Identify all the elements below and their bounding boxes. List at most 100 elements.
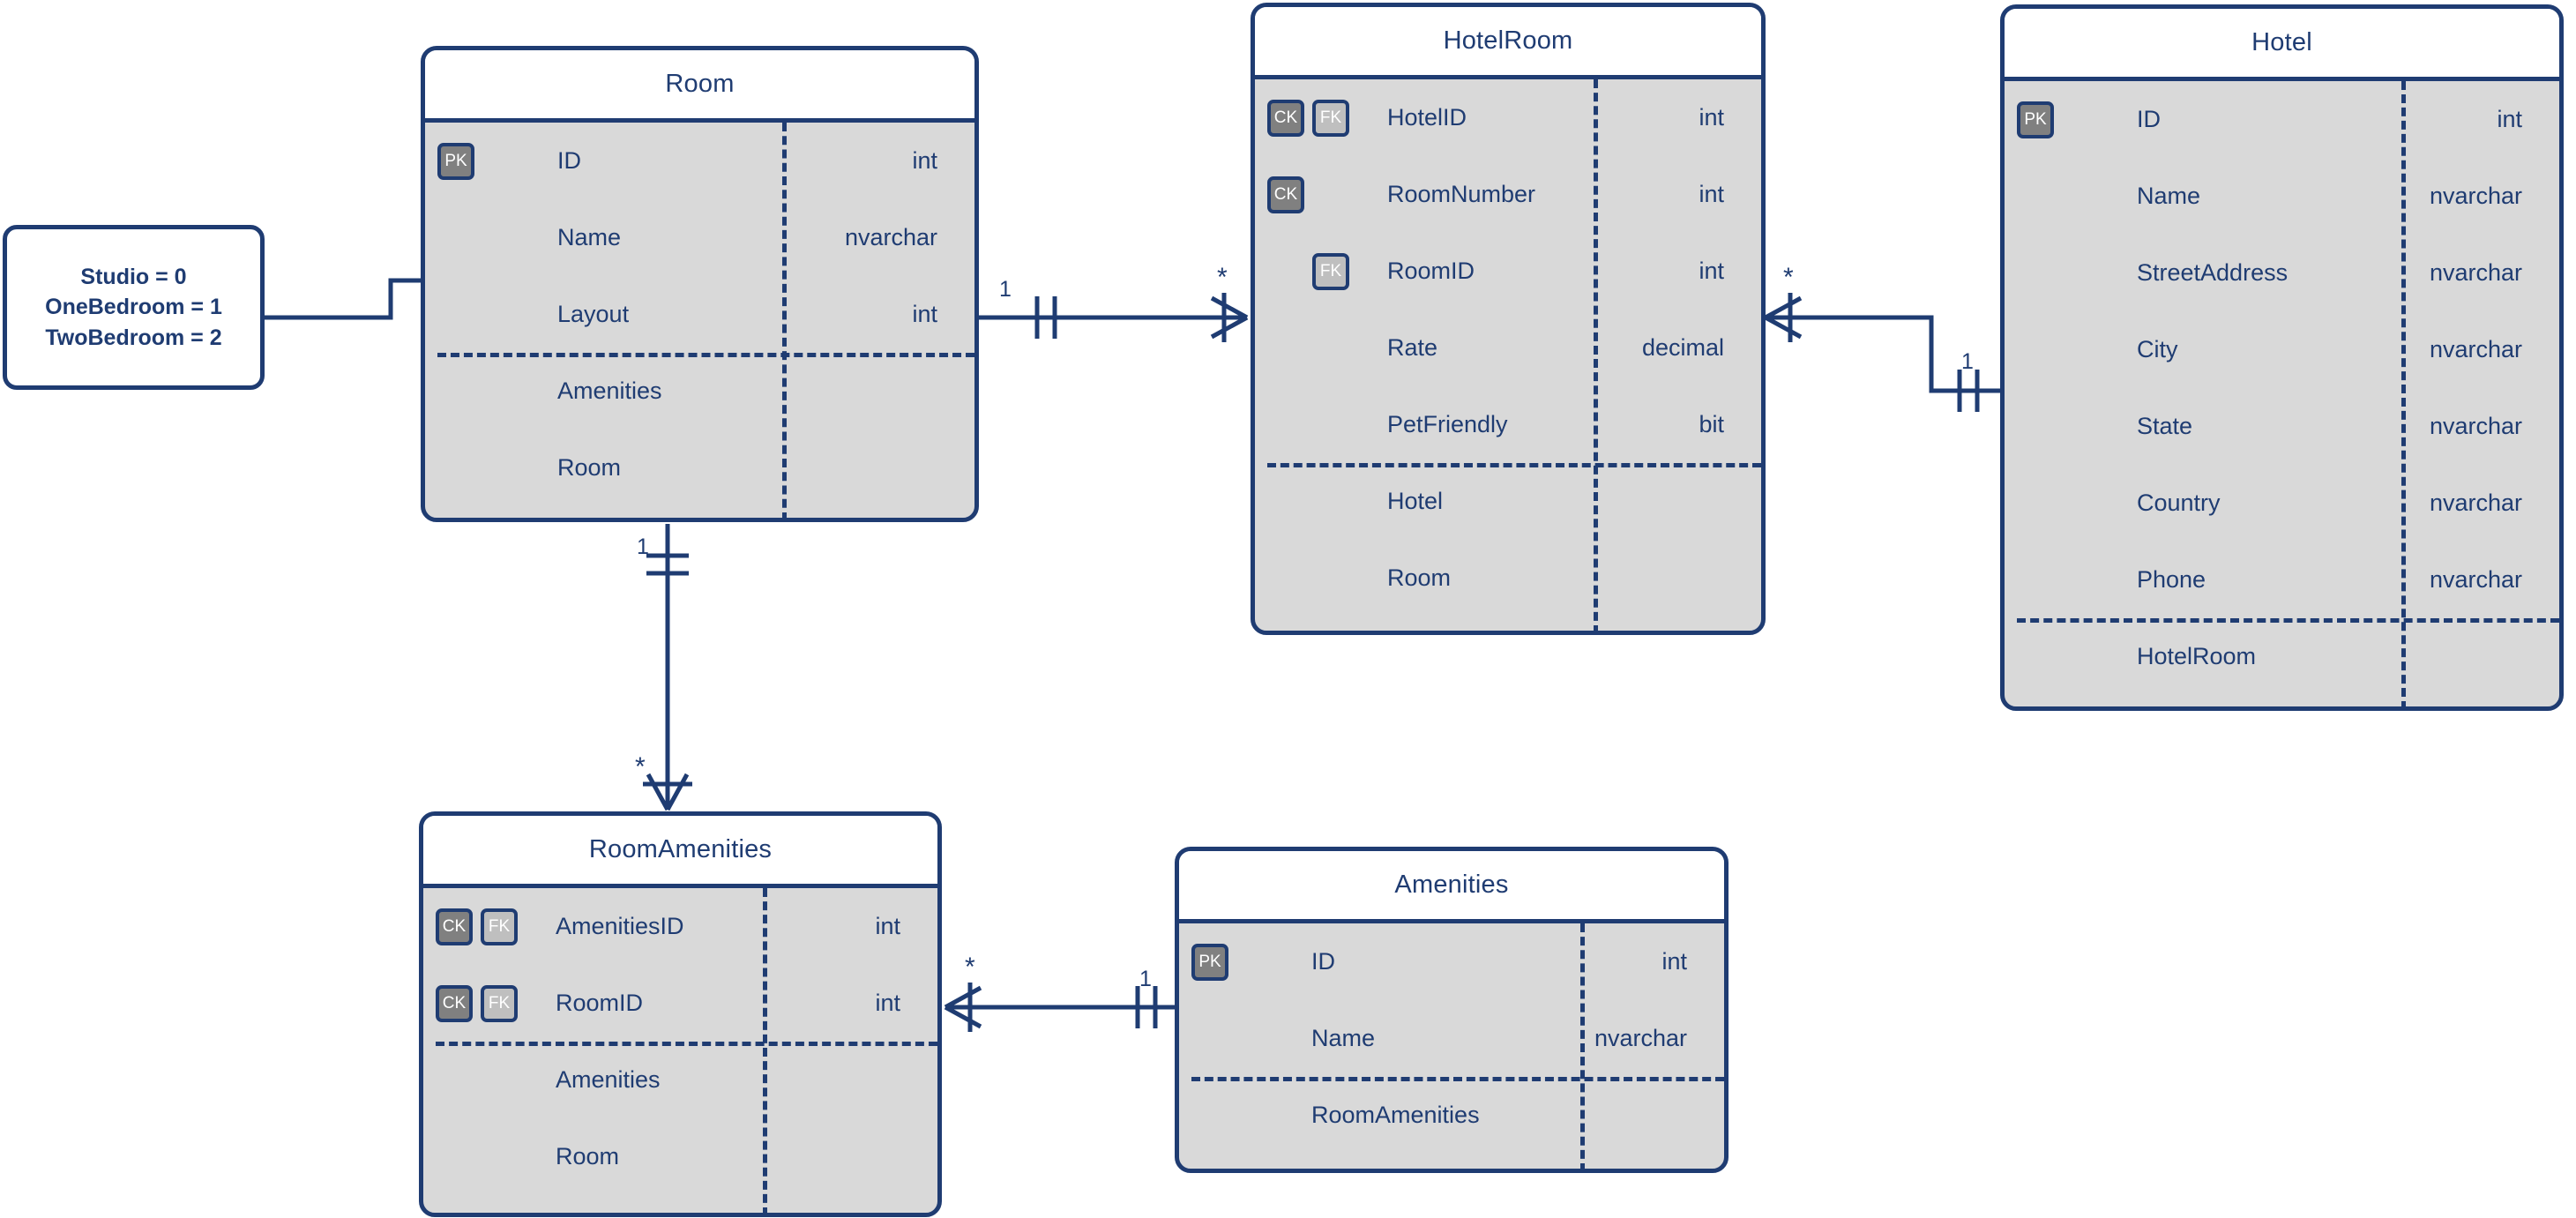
ck-badge: CK bbox=[436, 908, 473, 945]
navigation-row-hotelroom-hotel[interactable]: Hotel bbox=[1255, 463, 1761, 540]
navigation-name: RoomAmenities bbox=[1311, 1102, 1480, 1128]
attribute-row-hotel-country[interactable]: Country nvarchar bbox=[2005, 465, 2559, 542]
attribute-row-hotelroom-petfriendly[interactable]: PetFriendly bit bbox=[1255, 386, 1761, 463]
attribute-row-hotel-streetaddress[interactable]: StreetAddress nvarchar bbox=[2005, 235, 2559, 311]
attribute-row-hotelroom-rate[interactable]: Rate decimal bbox=[1255, 310, 1761, 386]
attribute-type: int bbox=[1699, 181, 1724, 207]
connector-room-to-roomamenities bbox=[643, 524, 692, 811]
attribute-name: PetFriendly bbox=[1387, 411, 1508, 437]
enum-line-studio: Studio = 0 bbox=[80, 264, 187, 289]
entity-room[interactable]: Room PK ID int Name nvarchar Layout int bbox=[421, 46, 979, 522]
entity-hotel[interactable]: Hotel PK ID int Name nvarchar StreetAddr… bbox=[2000, 4, 2564, 711]
navigation-row-amenities-roomamenities[interactable]: RoomAmenities bbox=[1179, 1077, 1724, 1154]
enum-line-onebedroom: OneBedroom = 1 bbox=[45, 295, 222, 320]
attribute-row-amenities-name[interactable]: Name nvarchar bbox=[1179, 1000, 1724, 1077]
attribute-type: int bbox=[1699, 104, 1724, 131]
attribute-name: Country bbox=[2137, 489, 2221, 516]
entity-hotelroom-header: HotelRoom bbox=[1255, 7, 1761, 79]
entity-amenities-header: Amenities bbox=[1179, 851, 1724, 923]
attribute-name: StreetAddress bbox=[2137, 259, 2289, 286]
key-badges: CK FK bbox=[1255, 99, 1387, 137]
attribute-row-hotel-city[interactable]: City nvarchar bbox=[2005, 311, 2559, 388]
attribute-type: int bbox=[875, 990, 900, 1016]
attribute-row-room-layout[interactable]: Layout int bbox=[425, 276, 974, 353]
navigation-row-roomamenities-amenities[interactable]: Amenities bbox=[423, 1042, 937, 1118]
attribute-row-hotel-state[interactable]: State nvarchar bbox=[2005, 388, 2559, 465]
column-divider bbox=[2401, 81, 2406, 706]
cardinality-hotelroom-hotel-many: * bbox=[1783, 263, 1794, 292]
attribute-name: RoomID bbox=[1387, 258, 1475, 284]
navigation-row-hotel-hotelroom[interactable]: HotelRoom bbox=[2005, 618, 2559, 695]
attribute-row-room-id[interactable]: PK ID int bbox=[425, 123, 974, 199]
attribute-type: nvarchar bbox=[1594, 1025, 1687, 1051]
entity-hotel-title: Hotel bbox=[2251, 28, 2312, 56]
cardinality-room-hotelroom-one: 1 bbox=[999, 277, 1012, 302]
cardinality-hotelroom-hotel-one: 1 bbox=[1961, 349, 1974, 374]
navigation-row-room-room[interactable]: Room bbox=[425, 430, 974, 506]
navigation-name: Room bbox=[1387, 564, 1452, 591]
attribute-name: Name bbox=[557, 224, 622, 250]
entity-room-header: Room bbox=[425, 50, 974, 123]
key-badges: CK bbox=[1255, 176, 1387, 213]
attribute-type: nvarchar bbox=[844, 224, 937, 250]
attribute-type: decimal bbox=[1641, 334, 1724, 361]
attribute-type: int bbox=[1699, 258, 1724, 284]
connector-room-to-hotelroom bbox=[979, 293, 1249, 342]
attribute-row-amenities-id[interactable]: PK ID int bbox=[1179, 923, 1724, 1000]
pk-badge: PK bbox=[2017, 101, 2054, 138]
attribute-type: nvarchar bbox=[2429, 259, 2522, 286]
key-badges: CK FK bbox=[423, 908, 556, 945]
attribute-row-hotel-id[interactable]: PK ID int bbox=[2005, 81, 2559, 158]
entity-amenities-body: PK ID int Name nvarchar RoomAmenities bbox=[1179, 923, 1724, 1169]
attribute-name: AmenitiesID bbox=[556, 913, 684, 939]
navigation-name: Room bbox=[556, 1143, 620, 1169]
attribute-row-roomamenities-roomid[interactable]: CK FK RoomID int bbox=[423, 965, 937, 1042]
entity-hotelroom-body: CK FK HotelID int CK RoomNumber int FK R… bbox=[1255, 79, 1761, 631]
entity-roomamenities[interactable]: RoomAmenities CK FK AmenitiesID int CK F… bbox=[419, 811, 942, 1217]
attribute-row-hotel-name[interactable]: Name nvarchar bbox=[2005, 158, 2559, 235]
key-badges: FK bbox=[1255, 252, 1387, 290]
navigation-row-hotelroom-room[interactable]: Room bbox=[1255, 540, 1761, 616]
entity-roomamenities-title: RoomAmenities bbox=[588, 835, 773, 863]
navigation-name: Amenities bbox=[557, 377, 662, 404]
column-divider bbox=[1594, 79, 1598, 631]
attribute-row-hotelroom-roomnumber[interactable]: CK RoomNumber int bbox=[1255, 156, 1761, 233]
fk-badge: FK bbox=[481, 908, 518, 945]
ck-badge: CK bbox=[1267, 176, 1304, 213]
attribute-name: RoomID bbox=[556, 990, 644, 1016]
ck-badge: CK bbox=[436, 984, 473, 1022]
navigation-name: Amenities bbox=[556, 1066, 661, 1093]
attribute-name: State bbox=[2137, 413, 2193, 439]
entity-roomamenities-body: CK FK AmenitiesID int CK FK RoomID int A… bbox=[423, 888, 937, 1213]
attribute-name: City bbox=[2137, 336, 2178, 362]
entity-hotelroom[interactable]: HotelRoom CK FK HotelID int CK RoomNumbe… bbox=[1251, 3, 1766, 635]
attribute-type: nvarchar bbox=[2429, 566, 2522, 593]
pk-badge: PK bbox=[437, 142, 474, 180]
entity-room-title: Room bbox=[665, 70, 735, 98]
badge-spacer bbox=[1267, 253, 1304, 290]
entity-amenities[interactable]: Amenities PK ID int Name nvarchar RoomAm… bbox=[1175, 847, 1729, 1173]
entity-hotel-header: Hotel bbox=[2005, 9, 2559, 81]
attribute-name: ID bbox=[2137, 106, 2161, 132]
attribute-name: Rate bbox=[1387, 334, 1438, 361]
attribute-row-roomamenities-amenitiesid[interactable]: CK FK AmenitiesID int bbox=[423, 888, 937, 965]
attribute-name: ID bbox=[557, 147, 581, 174]
column-divider bbox=[763, 888, 767, 1213]
navigation-name: Hotel bbox=[1387, 488, 1444, 514]
attribute-row-hotel-phone[interactable]: Phone nvarchar bbox=[2005, 542, 2559, 618]
attribute-row-hotelroom-roomid[interactable]: FK RoomID int bbox=[1255, 233, 1761, 310]
entity-room-body: PK ID int Name nvarchar Layout int Ameni… bbox=[425, 123, 974, 518]
attribute-type: nvarchar bbox=[2429, 489, 2522, 516]
key-badges: PK bbox=[1179, 943, 1311, 981]
navigation-row-roomamenities-room[interactable]: Room bbox=[423, 1118, 937, 1195]
navigation-row-room-amenities[interactable]: Amenities bbox=[425, 353, 974, 430]
attribute-type: nvarchar bbox=[2429, 413, 2522, 439]
attribute-row-hotelroom-hotelid[interactable]: CK FK HotelID int bbox=[1255, 79, 1761, 156]
layout-enum-note: Studio = 0 OneBedroom = 1 TwoBedroom = 2 bbox=[3, 225, 265, 390]
entity-roomamenities-header: RoomAmenities bbox=[423, 816, 937, 888]
attribute-name: Name bbox=[1311, 1025, 1376, 1051]
attribute-row-room-name[interactable]: Name nvarchar bbox=[425, 199, 974, 276]
ck-badge: CK bbox=[1267, 99, 1304, 137]
attribute-type: bit bbox=[1699, 411, 1724, 437]
